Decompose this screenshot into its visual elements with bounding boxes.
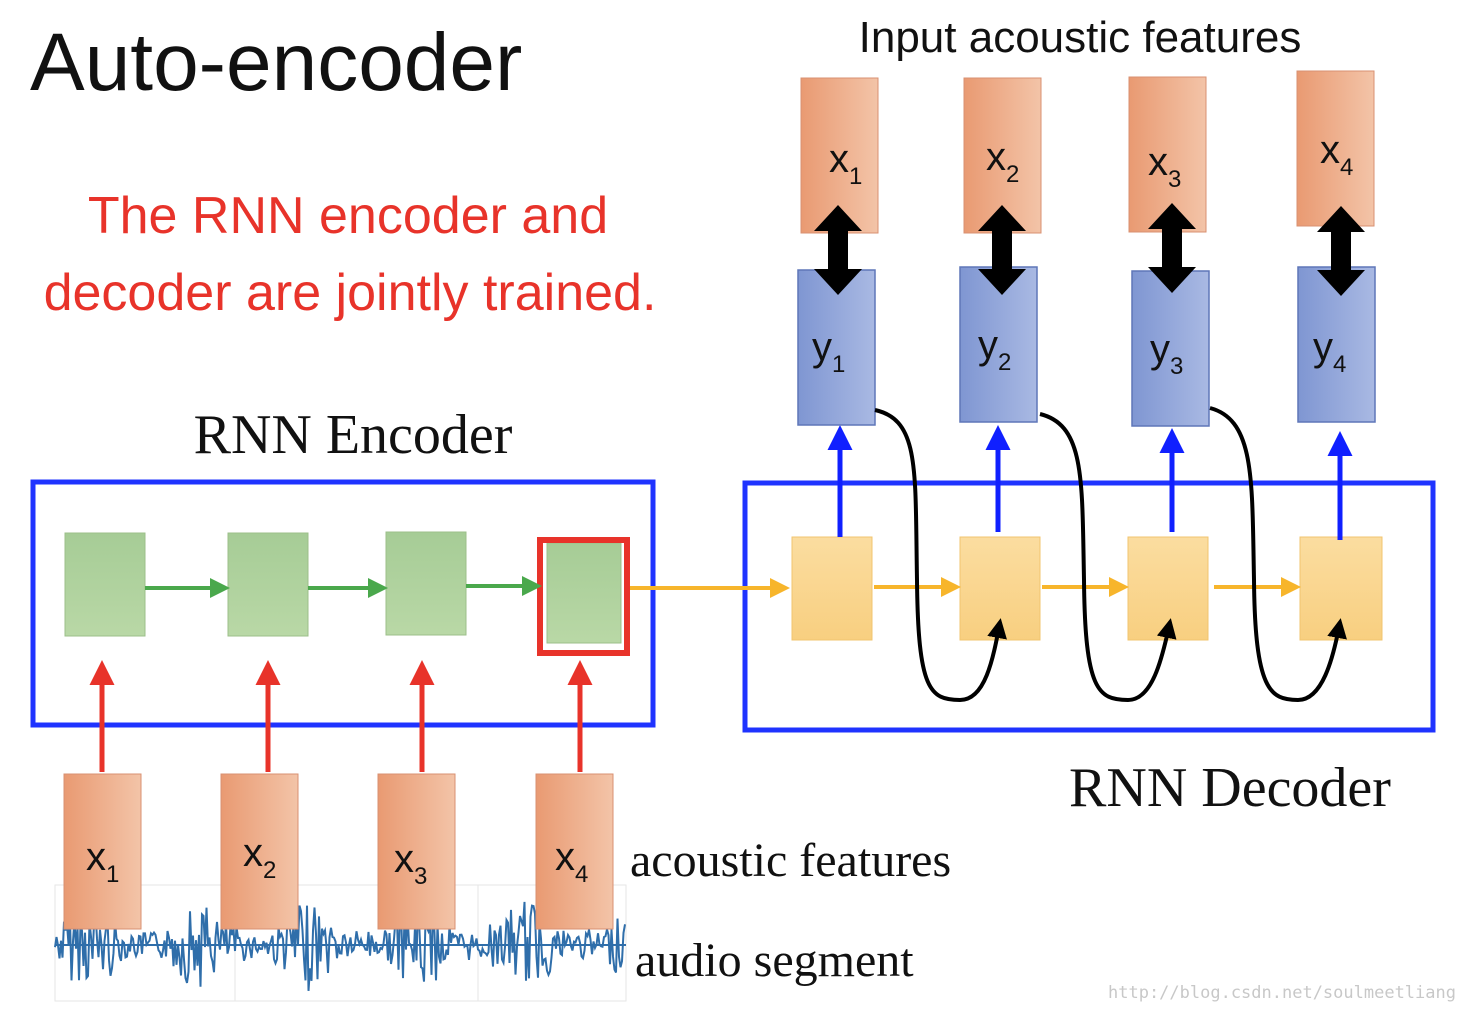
- watermark: http://blog.csdn.net/soulmeetliang: [1108, 983, 1456, 1003]
- top-feature-label-2: x2: [986, 135, 1019, 188]
- bottom-feature-block-4: [535, 773, 614, 930]
- encoder-cell-1: [64, 532, 146, 637]
- reconstruction-arrow-1: [814, 205, 862, 295]
- bottom-feature-block-1: [63, 773, 142, 930]
- reconstruction-arrow-3: [1148, 203, 1196, 293]
- decoder-cell-1: [791, 536, 873, 641]
- feedback-loop-1: [874, 408, 1007, 703]
- encoder-label: RNN Encoder: [194, 404, 513, 466]
- page-title: Auto-encoder: [30, 17, 522, 108]
- output-block-4: [1297, 266, 1376, 423]
- input-features-label: Input acoustic features: [859, 13, 1302, 62]
- encoder-final-highlight: [537, 537, 630, 656]
- top-feature-block-4: [1296, 70, 1375, 227]
- audio-segment-label: audio segment: [635, 934, 914, 987]
- output-block-3: [1131, 270, 1210, 427]
- note-line-1: The RNN encoder and: [88, 187, 608, 245]
- reconstruction-arrow-4: [1317, 206, 1365, 296]
- encoder-cell-3: [385, 531, 467, 636]
- bottom-feature-label-4: x4: [555, 835, 588, 888]
- output-label-4: y4: [1313, 325, 1346, 378]
- acoustic-features-label: acoustic features: [630, 834, 951, 887]
- output-block-2: [959, 266, 1038, 423]
- top-feature-block-3: [1128, 76, 1207, 233]
- encoder-cell-2: [227, 532, 309, 637]
- encoder-frame: [30, 479, 656, 728]
- bottom-feature-block-2: [220, 773, 299, 930]
- decoder-frame: [742, 480, 1436, 733]
- top-feature-label-4: x4: [1320, 128, 1353, 181]
- reconstruction-arrow-2: [978, 205, 1026, 295]
- output-label-2: y2: [978, 323, 1011, 376]
- audio-waveform: [54, 884, 627, 1002]
- top-feature-label-1: x1: [829, 137, 862, 190]
- decoder-label: RNN Decoder: [1069, 757, 1391, 819]
- bottom-feature-label-2: x2: [243, 831, 276, 884]
- bottom-feature-block-3: [377, 773, 456, 930]
- encoder-cell-4: [546, 542, 622, 644]
- feedback-loop-3: [1209, 406, 1347, 703]
- output-label-1: y1: [812, 325, 845, 378]
- output-label-3: y3: [1150, 327, 1183, 380]
- note-line-2: decoder are jointly trained.: [44, 264, 657, 322]
- feedback-loop-2: [1039, 412, 1177, 703]
- top-feature-label-3: x3: [1148, 140, 1181, 193]
- output-block-1: [797, 269, 876, 426]
- bottom-feature-label-3: x3: [394, 837, 427, 890]
- bottom-feature-label-1: x1: [86, 835, 119, 888]
